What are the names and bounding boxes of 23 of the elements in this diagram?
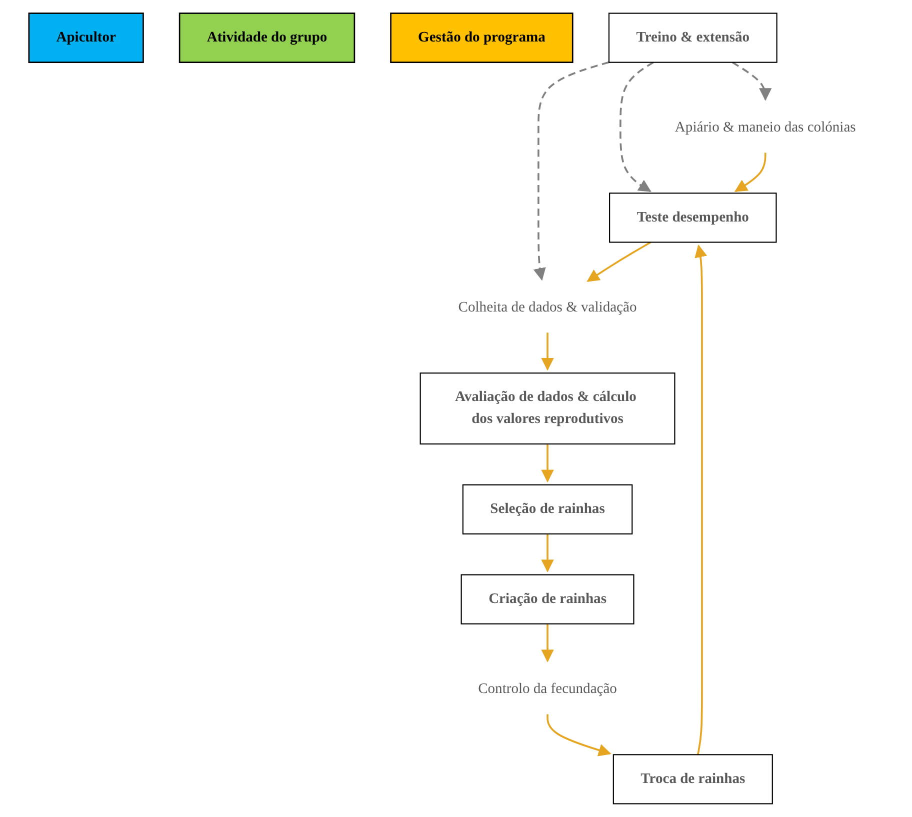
arrow (732, 62, 772, 101)
arrow (694, 244, 708, 755)
node-text: Controlo da fecundação (478, 681, 617, 697)
node-box: Criação de rainhas (460, 574, 634, 624)
node-text: Apiário & maneio das colónias (674, 120, 856, 136)
node-box: Atividade do grupo (178, 12, 356, 64)
arrow (734, 152, 766, 192)
node-box: Teste desempenho (609, 192, 777, 243)
arrow (541, 444, 554, 482)
node-text: Colheita de dados & validação (458, 299, 637, 315)
node-box: Troca de rainhas (612, 754, 773, 804)
node-box: Apicultor (28, 12, 144, 64)
arrow (541, 534, 554, 572)
arrow (586, 241, 652, 282)
arrow (541, 332, 554, 371)
arrow (546, 714, 612, 756)
node-box: Seleção de rainhas (462, 484, 633, 534)
node-box: Gestão do programa (390, 12, 574, 64)
arrow (541, 624, 554, 662)
node-box: Avaliação de dados & cálculo dos valores reprodutivos (420, 372, 676, 444)
arrow (620, 62, 654, 192)
arrow (533, 61, 610, 281)
node-box: Treino & extensão (608, 12, 778, 63)
